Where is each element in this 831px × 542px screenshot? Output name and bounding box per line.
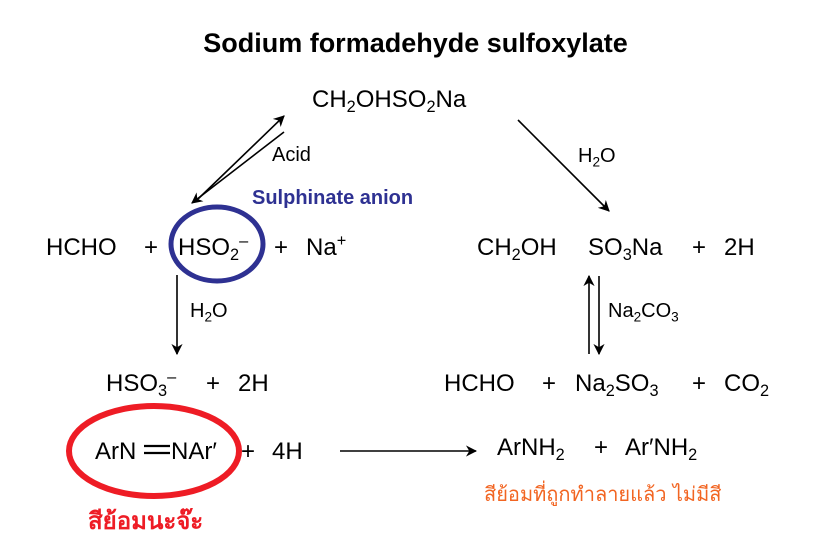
- hydrolysis-arrow: [517, 119, 610, 212]
- top-compound: CH2OHSO2Na: [312, 86, 467, 116]
- hcho-row-hcho: HCHO: [444, 370, 515, 397]
- azo-dye-highlight-circle: [66, 403, 242, 499]
- right-row-ch2oh: CH2OH: [477, 234, 557, 264]
- formula-sub: 2: [204, 309, 213, 325]
- h2o-label-right: H2O: [578, 145, 616, 170]
- formula-part: O: [212, 300, 228, 322]
- formula-part: O: [600, 145, 616, 167]
- left-row-plus-1: +: [144, 234, 159, 261]
- formula-sub: 2: [426, 98, 436, 117]
- formula-part: ArNH: [497, 434, 556, 461]
- sulphinate-anion-label: Sulphinate anion: [252, 187, 414, 209]
- formula-sub: 2: [511, 246, 521, 265]
- h2o-label-left: H2O: [190, 300, 228, 325]
- formula-part: H: [578, 145, 593, 167]
- azo-row-4h: 4H: [272, 438, 303, 465]
- formula-part: SO: [588, 234, 623, 261]
- formula-sub: 2: [633, 309, 642, 325]
- hso3-ion: HSO3–: [106, 369, 176, 400]
- azo-row-plus: +: [241, 438, 256, 465]
- equilibrium-arrow-reverse: [191, 131, 285, 204]
- carbon-dioxide: CO2: [724, 370, 769, 400]
- formula-sup: –: [239, 232, 249, 251]
- formula-part: CH: [312, 86, 347, 113]
- formula-sub: 2: [230, 246, 240, 265]
- formula-sub: 3: [671, 309, 679, 325]
- formula-sup: +: [336, 232, 347, 251]
- formula-sub: 2: [592, 154, 601, 170]
- formula-sub: 3: [622, 246, 632, 265]
- thai-dye-label: สีย้อมนะจ๊ะ: [88, 507, 204, 535]
- hso3-row-2h: 2H: [238, 370, 269, 397]
- equilibrium-arrow-forward: [197, 115, 285, 200]
- hso2-anion: HSO2–: [178, 233, 248, 264]
- formula-part: CO: [641, 300, 672, 322]
- diagram-title: Sodium formadehyde sulfoxylate: [203, 28, 628, 58]
- formula-sub: 2: [555, 446, 565, 465]
- amine-ar2nh2: Ar′NH2: [625, 434, 697, 464]
- formula-sub: 2: [688, 446, 698, 465]
- formula-part: CH: [477, 234, 512, 261]
- right-row-2h: 2H: [724, 234, 755, 261]
- formula-sub: 3: [158, 382, 168, 401]
- acid-label: Acid: [272, 144, 311, 166]
- azo-arn: ArN: [95, 438, 137, 465]
- formula-part: Na: [435, 86, 467, 113]
- formula-part: Na: [306, 234, 337, 261]
- formula-part: Ar′NH: [625, 434, 689, 461]
- formula-part: OHSO: [355, 86, 427, 113]
- hcho-row-plus-2: +: [692, 370, 707, 397]
- amine-arnh2: ArNH2: [497, 434, 565, 464]
- sulphinate-highlight-circle: [168, 204, 266, 284]
- formula-part: H: [190, 300, 205, 322]
- right-row-plus: +: [692, 234, 707, 261]
- formula-sub: 2: [346, 98, 356, 117]
- amine-row-plus: +: [594, 434, 609, 461]
- hso3-row-plus: +: [206, 370, 221, 397]
- formula-sup: –: [167, 368, 177, 387]
- left-row-plus-2: +: [274, 234, 289, 261]
- na2co3-label: Na2CO3: [608, 300, 679, 325]
- formula-part: Na: [631, 234, 663, 261]
- left-row-hcho: HCHO: [46, 234, 117, 261]
- formula-sub: 3: [649, 382, 659, 401]
- formula-part: HSO: [106, 370, 159, 397]
- thai-destroyed-dye-label: สีย้อมที่ถูกทำลายแล้ว ไม่มีสี: [484, 482, 722, 506]
- azo-nar: NAr′: [171, 438, 217, 465]
- formula-part: Na: [608, 300, 634, 322]
- sodium-sulfite: Na2SO3: [575, 370, 659, 400]
- formula-part: Na: [575, 370, 606, 397]
- formula-part: HSO: [178, 234, 231, 261]
- formula-part: SO: [614, 370, 650, 397]
- formula-sub: 2: [760, 382, 770, 401]
- right-row-so3na: SO3Na: [588, 234, 663, 264]
- formula-sub: 2: [605, 382, 615, 401]
- hcho-row-plus-1: +: [542, 370, 557, 397]
- sodium-ion: Na+: [306, 233, 346, 261]
- formula-part: CO: [724, 370, 760, 397]
- formula-part: OH: [520, 234, 557, 261]
